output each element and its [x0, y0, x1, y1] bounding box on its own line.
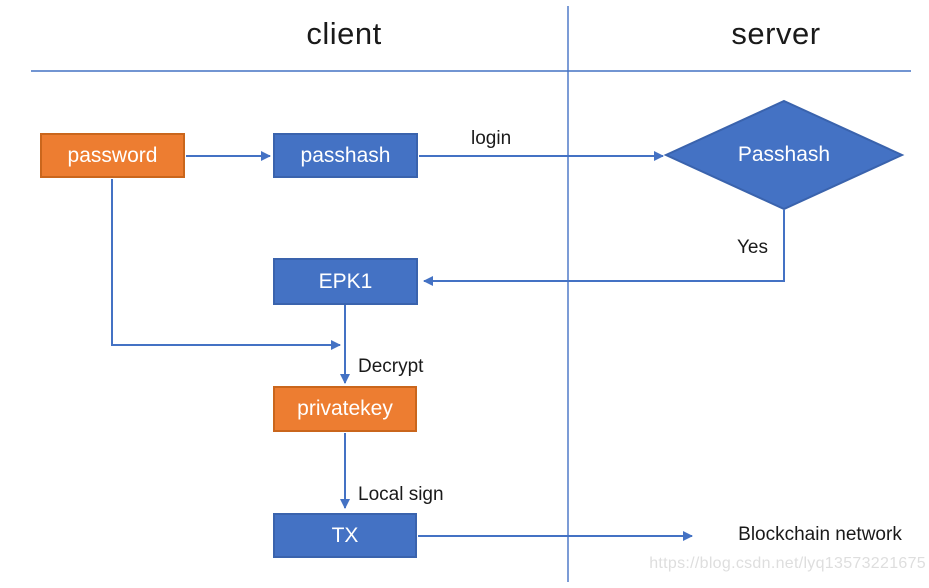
epk1-node: EPK1	[273, 258, 418, 305]
arrow-decision-yes-to-epk1	[423, 210, 785, 286]
passhash-decision-label: Passhash	[737, 143, 831, 166]
server-lane-header: server	[731, 16, 821, 51]
privatekey-node: privatekey	[273, 386, 417, 432]
decrypt-edge-label: Decrypt	[358, 356, 424, 377]
login-edge-label: login	[471, 128, 512, 149]
passhash-node: passhash	[273, 133, 418, 178]
passhash-decision-diamond	[663, 99, 905, 211]
local-sign-edge-label: Local sign	[358, 484, 444, 505]
client-lane-header: client	[306, 16, 382, 51]
tx-node: TX	[273, 513, 417, 558]
yes-edge-label: Yes	[737, 237, 768, 258]
arrow-password-to-decrypt-junction	[111, 179, 341, 350]
watermark-text: https://blog.csdn.net/lyq13573221675	[649, 555, 926, 572]
blockchain-network-label: Blockchain network	[738, 524, 902, 545]
password-node: password	[40, 133, 185, 178]
